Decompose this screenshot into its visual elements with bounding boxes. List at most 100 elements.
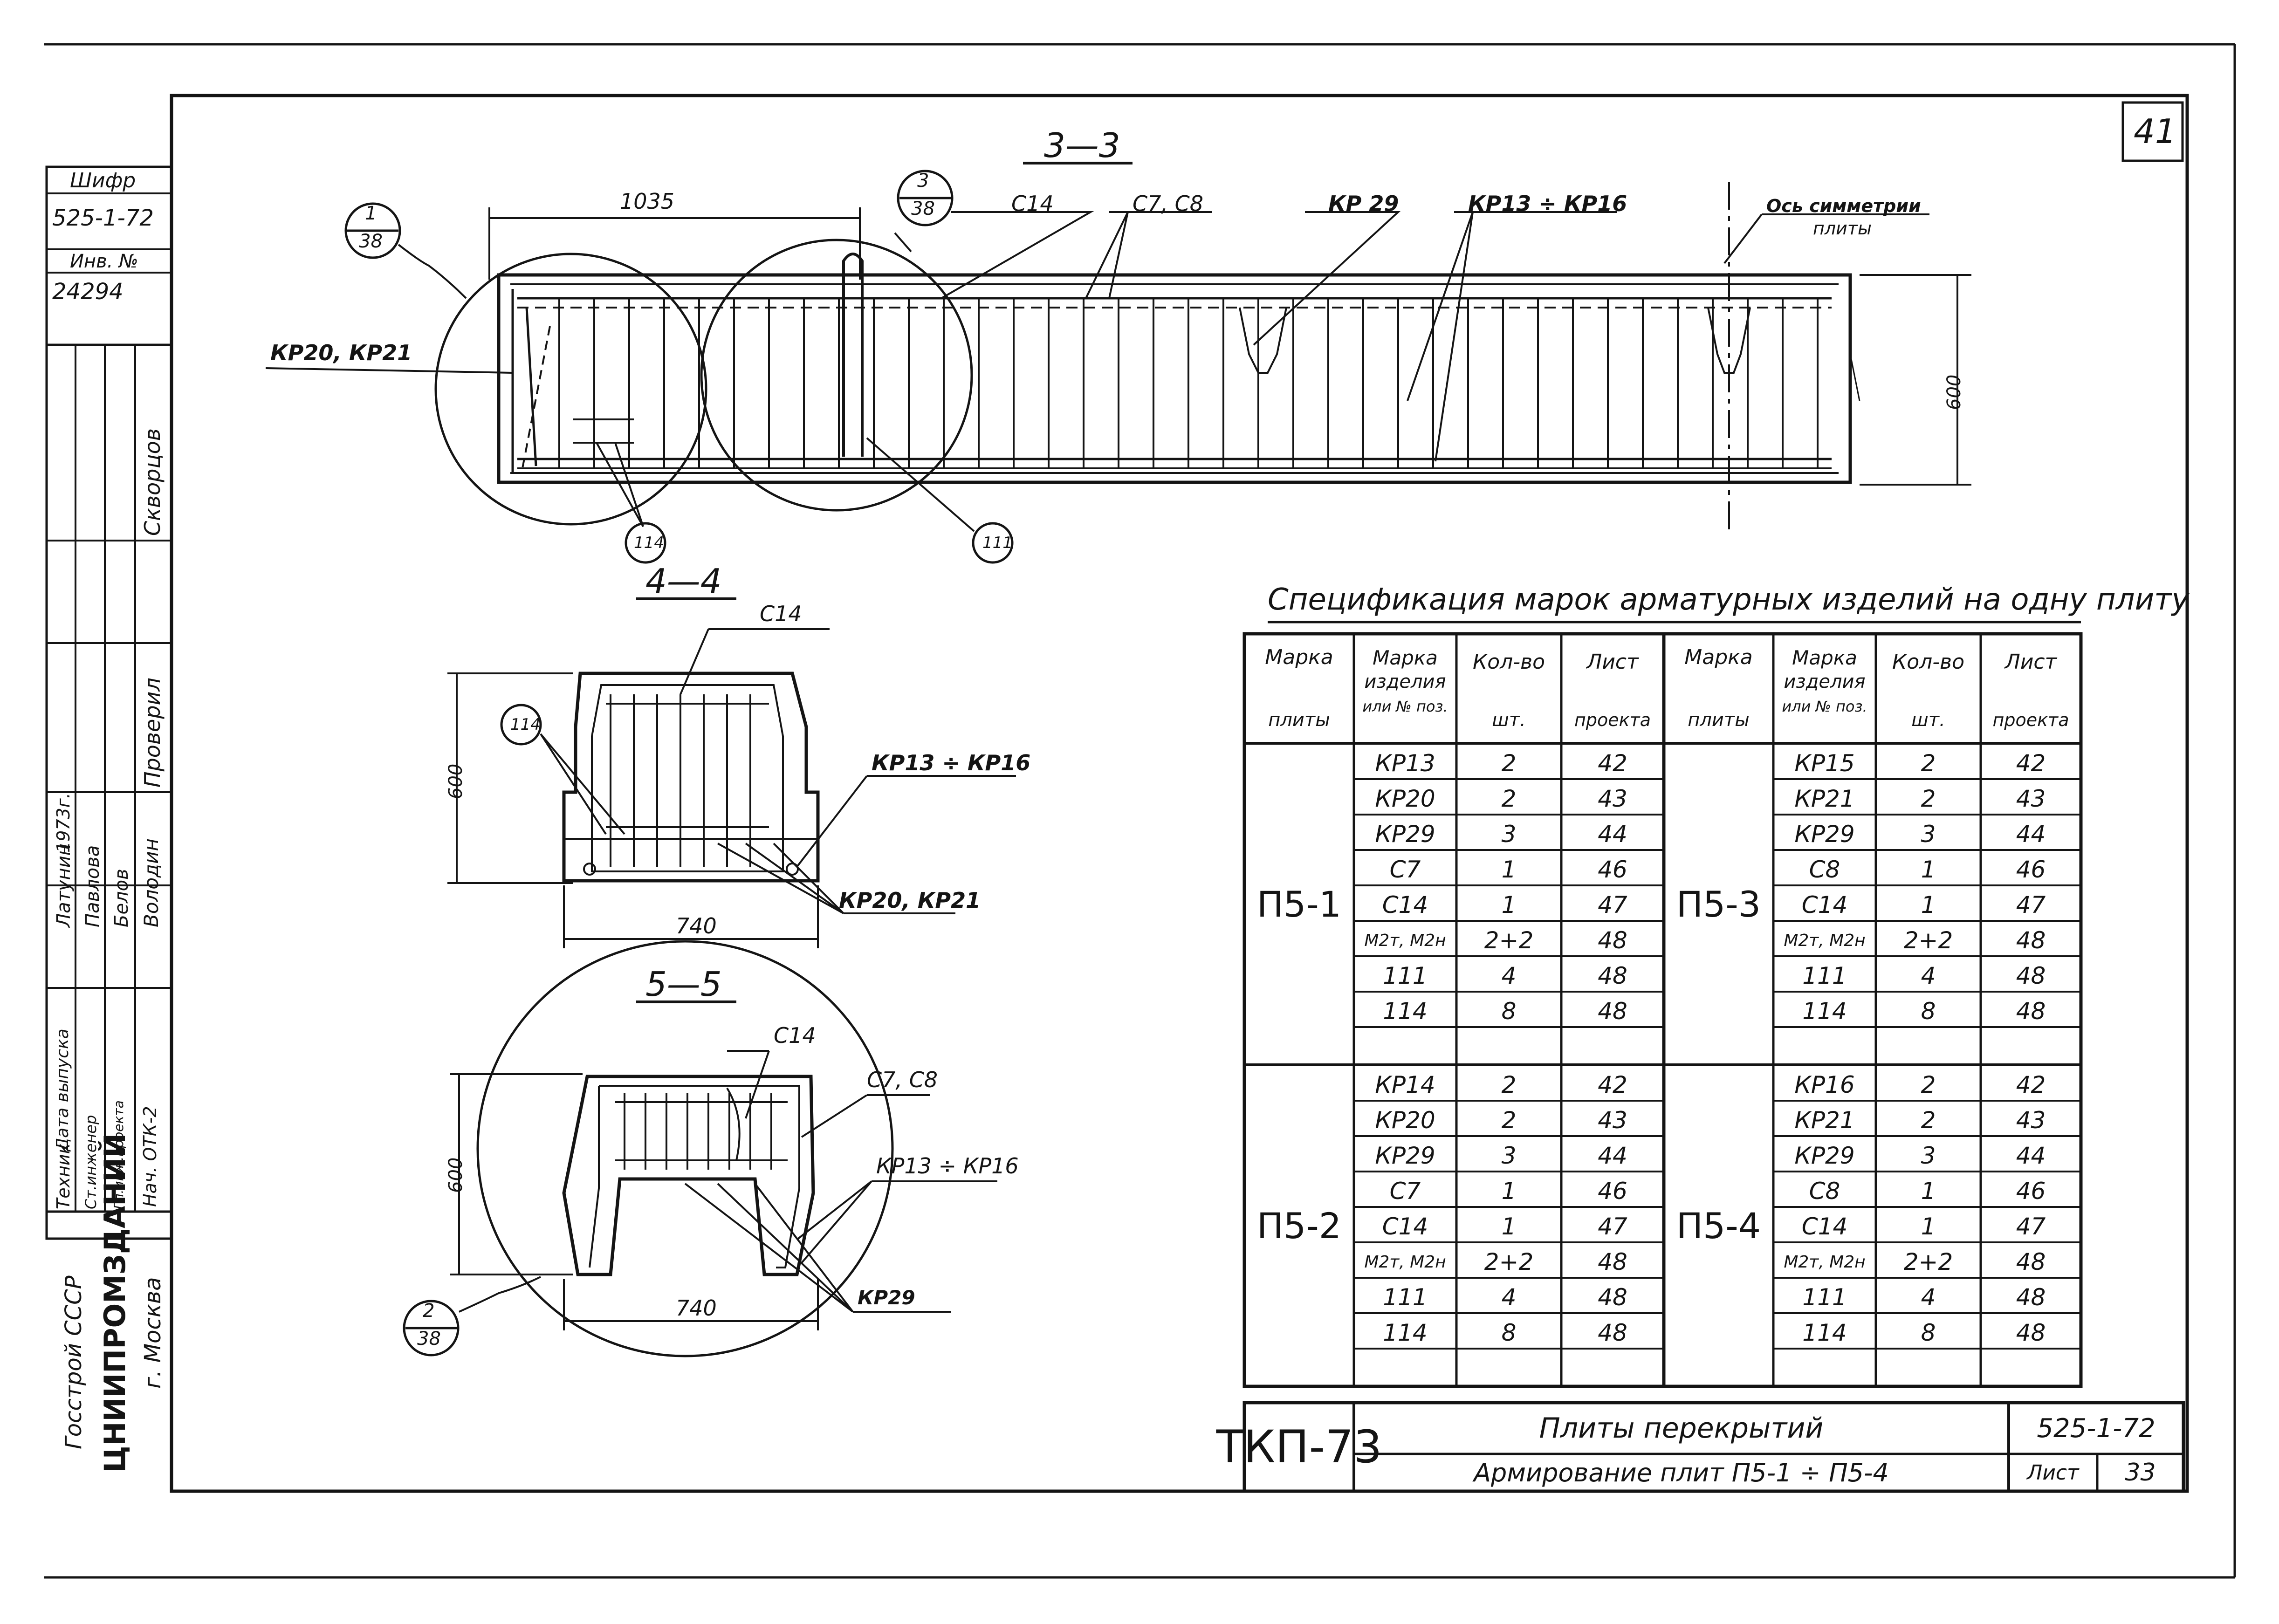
- spec-sheet: 47: [2016, 1213, 2046, 1240]
- callout-circles: [344, 170, 1014, 1357]
- callout-3-sheet: 38: [911, 198, 935, 219]
- spec-quantity: 2: [1501, 1071, 1517, 1098]
- label-c7-c8: С7, С8: [867, 1067, 938, 1092]
- header-mark: Марка: [1684, 645, 1753, 669]
- header-item: Марка: [1373, 646, 1438, 669]
- stamp-name: Скворцов: [140, 428, 165, 536]
- stamp-name: Латунин: [53, 843, 75, 927]
- spec-item-mark: М2т, М2н: [1364, 1252, 1446, 1272]
- spec-sheet: 43: [2016, 785, 2046, 812]
- spec-quantity: 2: [1501, 1107, 1517, 1134]
- spec-quantity: 1: [1921, 891, 1936, 918]
- spec-quantity: 2: [1921, 1071, 1936, 1098]
- spec-item-mark: 111: [1383, 1284, 1428, 1311]
- spec-sheet: 48: [1598, 927, 1627, 954]
- spec-table-title: Спецификация марок арматурных изделий на…: [1268, 582, 2190, 617]
- spec-sheet: 46: [1598, 1178, 1627, 1205]
- sheet-label: Лист: [2027, 1460, 2079, 1485]
- spec-quantity: 3: [1921, 1142, 1936, 1169]
- title-block-grid: [1242, 1401, 2185, 1493]
- spec-quantity: 1: [1501, 1178, 1517, 1205]
- section-3-3-title: 3—3: [1044, 126, 1120, 165]
- spec-item-mark: КР21: [1794, 785, 1855, 812]
- spec-quantity: 2+2: [1484, 927, 1534, 954]
- dimension-740: 740: [676, 1295, 717, 1321]
- sheet-number: 33: [2125, 1459, 2156, 1487]
- spec-sheet: 48: [1598, 1284, 1627, 1311]
- spec-quantity: 2+2: [1903, 1248, 1953, 1275]
- spec-item-mark: КР21: [1794, 1107, 1855, 1134]
- spec-quantity: 4: [1921, 1284, 1936, 1311]
- header-item-3: или № поз.: [1362, 698, 1448, 715]
- plate-mark: П5-1: [1256, 883, 1342, 925]
- label-c14: С14: [760, 601, 802, 626]
- spec-item-mark: 114: [1383, 1319, 1428, 1346]
- section-4-4-drawing: [447, 597, 1016, 948]
- label-kp13-kp16: КР13 ÷ КР16: [1468, 191, 1627, 216]
- label-kp20-kp21: КР20, КР21: [270, 340, 412, 365]
- callout-2-number: 2: [423, 1300, 435, 1322]
- spec-item-mark: КР16: [1794, 1071, 1855, 1098]
- spec-sheet: 42: [1598, 750, 1627, 777]
- bubble-114: 114: [634, 534, 664, 552]
- header-sheet: Лист: [1586, 650, 1639, 674]
- label-c14: С14: [1011, 191, 1054, 216]
- spec-quantity: 2+2: [1903, 927, 1953, 954]
- spec-item-mark: С14: [1801, 1213, 1848, 1240]
- spec-item-mark: 114: [1802, 1319, 1847, 1346]
- inventory-label: Инв. №: [70, 251, 138, 272]
- spec-sheet: 48: [1598, 1319, 1627, 1346]
- cipher-value: 525-1-72: [52, 205, 154, 231]
- spec-sheet: 43: [1598, 1107, 1627, 1134]
- spec-item-mark: 114: [1802, 998, 1847, 1025]
- spec-item-mark: КР29: [1794, 821, 1855, 848]
- spec-sheet: 44: [1598, 821, 1627, 848]
- stamp-name: Павлова: [82, 845, 103, 927]
- bubble-114: 114: [510, 715, 541, 734]
- spec-item-mark: КР14: [1375, 1071, 1435, 1098]
- spec-item-mark: КР13: [1375, 750, 1435, 777]
- spec-sheet: 44: [1598, 1142, 1627, 1169]
- section-5-5-drawing: [450, 940, 997, 1357]
- spec-item-mark: М2т, М2н: [1784, 931, 1866, 950]
- spec-item-mark: 111: [1383, 962, 1428, 989]
- spec-sheet: 42: [1598, 1071, 1627, 1098]
- cipher-label: Шифр: [70, 169, 136, 192]
- header-sheet-2: проекта: [1574, 710, 1651, 730]
- header-mark-2: плиты: [1268, 709, 1330, 731]
- spec-table-grid: [1242, 621, 2083, 1388]
- spec-sheet: 48: [2016, 962, 2046, 989]
- spec-sheet: 48: [1598, 1248, 1627, 1275]
- spec-quantity: 8: [1501, 998, 1517, 1025]
- org-institute: ЦНИИПРОМЗДАНИЙ: [98, 1133, 132, 1473]
- dimension-740: 740: [676, 913, 717, 939]
- spec-quantity: 2: [1501, 750, 1517, 777]
- header-item-2: изделия: [1364, 671, 1446, 692]
- spec-sheet: 47: [2016, 891, 2046, 918]
- stamp-name: Володин: [140, 838, 163, 927]
- header-qty: Кол-во: [1892, 650, 1964, 674]
- header-qty-2: шт.: [1492, 709, 1526, 731]
- header-sheet: Лист: [2004, 650, 2057, 674]
- stamp-year: 1973г.: [53, 793, 74, 853]
- spec-sheet: 47: [1598, 1213, 1627, 1240]
- callout-1-sheet: 38: [359, 231, 383, 252]
- spec-item-mark: КР15: [1794, 750, 1855, 777]
- spec-quantity: 8: [1501, 1319, 1517, 1346]
- inventory-number: 24294: [52, 279, 124, 305]
- spec-quantity: 4: [1501, 962, 1517, 989]
- callout-3-number: 3: [917, 170, 929, 192]
- spec-sheet: 48: [2016, 1319, 2046, 1346]
- spec-quantity: 1: [1501, 1213, 1517, 1240]
- spec-sheet: 48: [2016, 927, 2046, 954]
- side-stamp: [45, 165, 173, 1240]
- spec-quantity: 3: [1921, 821, 1936, 848]
- dimension-600: 600: [445, 763, 467, 799]
- plate-mark: П5-4: [1676, 1205, 1761, 1247]
- label-kp20-kp21: КР20, КР21: [839, 888, 981, 913]
- spec-item-mark: 111: [1802, 962, 1847, 989]
- drawing-code: 525-1-72: [2037, 1413, 2155, 1444]
- spec-sheet: 46: [2016, 856, 2046, 883]
- spec-item-mark: С7: [1389, 1178, 1421, 1205]
